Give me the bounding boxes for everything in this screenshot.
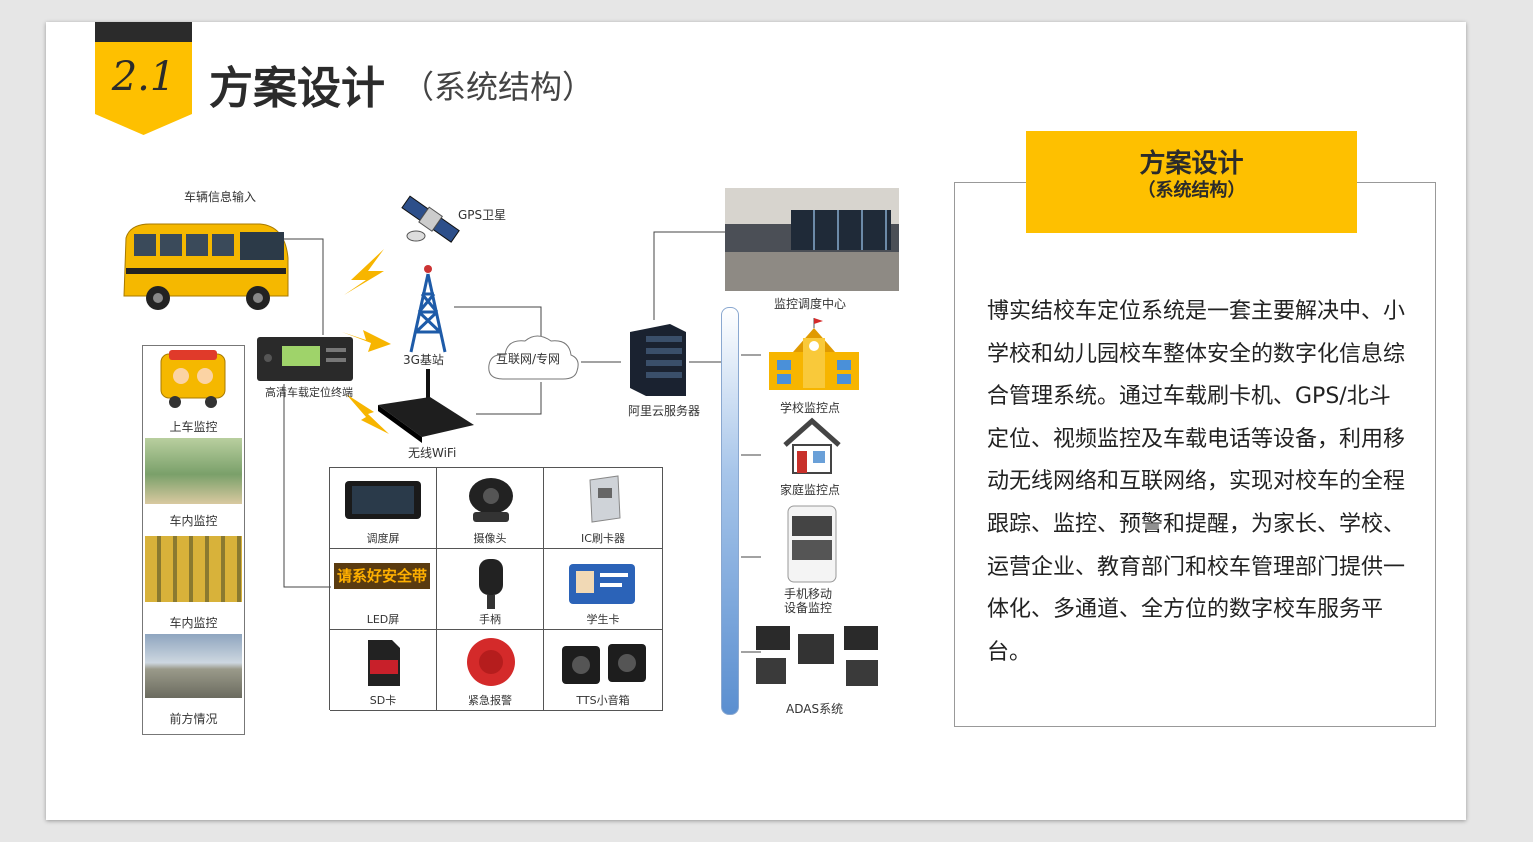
server-icon xyxy=(630,324,686,396)
student-card-label: 学生卡 xyxy=(586,613,620,626)
base-station-label: 3G基站 xyxy=(403,353,444,367)
device-sd-card: SD卡 xyxy=(330,630,437,711)
internet-label: 互联网/专网 xyxy=(496,352,561,366)
client-label-mobile: 手机移动 设备监控 xyxy=(784,587,833,615)
wifi-label: 无线WiFi xyxy=(408,446,457,460)
section-number: 2.1 xyxy=(111,54,176,100)
page-subtitle: （系统结构） xyxy=(402,68,595,106)
onboard-monitoring-panel: 上车监控 车内监控 车内监控 前方情况 xyxy=(142,345,245,735)
student-card-icon xyxy=(569,564,635,604)
section-badge: 2.1 xyxy=(95,22,192,137)
device-emergency-alarm: 紧急报警 xyxy=(437,630,544,711)
control-center-photo xyxy=(725,188,899,291)
info-title: 方案设计 xyxy=(1139,149,1244,179)
sd-card-icon xyxy=(368,640,400,686)
gps-satellite-label: GPS卫星 xyxy=(458,208,507,222)
cabin-photo-1 xyxy=(145,438,242,504)
device-tts-speaker: TTS小音箱 xyxy=(544,630,663,711)
client-label-adas: ADAS系统 xyxy=(786,702,844,716)
cartoon-bus-icon xyxy=(160,350,226,408)
home-icon xyxy=(783,417,841,474)
cabin-photo-2 xyxy=(145,536,242,602)
terminal-label: 高清车载定位终端 xyxy=(265,386,353,399)
dispatch-screen-label: 调度屏 xyxy=(366,532,400,545)
panel-label-cabin-2: 车内监控 xyxy=(169,616,218,630)
device-handset: 手柄 xyxy=(437,549,544,630)
cell-tower-icon xyxy=(409,265,447,353)
client-label-school: 学校监控点 xyxy=(780,401,841,415)
vehicle-info-label: 车辆信息输入 xyxy=(184,190,257,204)
info-box: 博实结校车定位系统是一套主要解决中、小学校和幼儿园校车整体安全的数字化信息综合管… xyxy=(954,182,1436,727)
device-ic-reader: IC刷卡器 xyxy=(544,468,663,549)
client-label-home: 家庭监控点 xyxy=(780,483,841,497)
camera-icon xyxy=(469,478,513,522)
phone-icon xyxy=(787,505,837,583)
device-dispatch-screen: 调度屏 xyxy=(330,468,437,549)
device-grid: 调度屏 摄像头 IC刷卡器 请系好安全带 LED屏 手柄 xyxy=(329,467,663,711)
adas-thumbnails-icon xyxy=(756,626,878,686)
panel-label-front: 前方情况 xyxy=(169,712,218,726)
led-screen-label: LED屏 xyxy=(366,613,400,626)
terminal-device-icon xyxy=(257,337,353,381)
card-reader-icon xyxy=(589,475,621,523)
diagram-connectors xyxy=(283,231,761,653)
page-title: 方案设计 xyxy=(209,63,385,114)
device-camera: 摄像头 xyxy=(437,468,544,549)
device-led-screen: 请系好安全带 LED屏 xyxy=(330,549,437,630)
alarm-button-icon xyxy=(467,638,515,686)
wifi-router-icon xyxy=(378,369,474,443)
client-label-control-center: 监控调度中心 xyxy=(774,297,847,311)
handset-icon xyxy=(479,559,503,609)
handset-label: 手柄 xyxy=(479,613,501,626)
speaker-icon xyxy=(562,644,646,684)
device-student-card: 学生卡 xyxy=(544,549,663,630)
camera-label: 摄像头 xyxy=(473,532,507,545)
school-building-icon xyxy=(769,318,859,390)
signal-bolts xyxy=(342,249,391,434)
satellite-icon xyxy=(401,195,460,243)
ic-reader-label: IC刷卡器 xyxy=(581,532,625,545)
dispatch-screen-icon xyxy=(345,481,421,519)
road-photo xyxy=(145,634,242,698)
tts-speaker-label: TTS小音箱 xyxy=(576,694,630,707)
sd-card-label: SD卡 xyxy=(369,694,397,707)
school-bus-icon xyxy=(123,223,289,310)
panel-label-boarding: 上车监控 xyxy=(169,420,218,434)
cloud-icon xyxy=(488,335,579,380)
info-body: 博实结校车定位系统是一套主要解决中、小学校和幼儿园校车整体安全的数字化信息综合管… xyxy=(987,299,1406,665)
led-display: 请系好安全带 xyxy=(334,563,430,589)
cloud-server-label: 阿里云服务器 xyxy=(628,404,701,418)
section-badge-shape xyxy=(95,22,192,135)
distribution-bar xyxy=(721,307,739,715)
info-title-box: 方案设计 （系统结构） xyxy=(1026,131,1357,233)
panel-label-cabin-1: 车内监控 xyxy=(169,514,218,528)
slide: 2.1 方案设计 （系统结构） 车辆信息输入 xyxy=(46,22,1466,820)
emergency-alarm-label: 紧急报警 xyxy=(468,694,512,707)
info-subtitle: （系统结构） xyxy=(1137,180,1246,201)
